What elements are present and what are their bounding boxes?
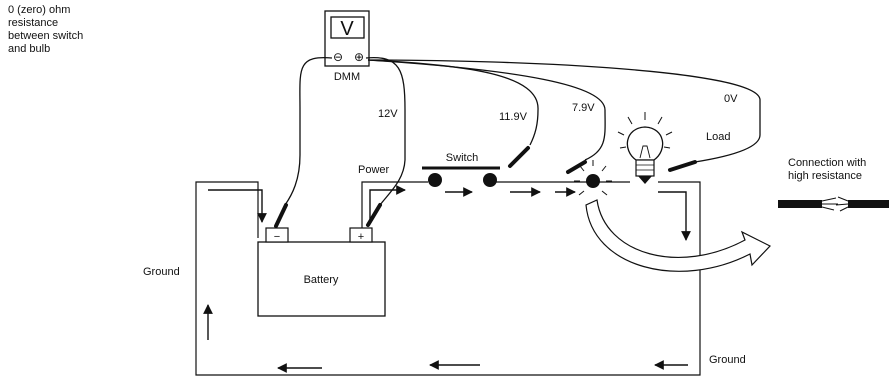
battery: − + Battery — [257, 227, 386, 317]
probe-tip — [566, 160, 587, 174]
lead-battery-positive — [365, 56, 406, 206]
callout-arrow — [585, 199, 771, 272]
reading-before-bulb: 7.9V — [572, 102, 595, 114]
note-line-4: and bulb — [8, 43, 50, 55]
dmm: V ⊖ ⊕ DMM — [324, 10, 370, 83]
flow-arrow — [208, 189, 267, 223]
switch-label: Switch — [446, 152, 478, 164]
battery-label: Battery — [304, 274, 339, 286]
battery-body — [257, 241, 386, 317]
connection-label-line-2: high resistance — [788, 170, 862, 182]
connection-label-line-1: Connection with — [788, 157, 866, 169]
switch-contact-left — [428, 173, 442, 187]
note-line-1: 0 (zero) ohm — [8, 4, 70, 16]
probe-tips — [274, 146, 697, 228]
current-flow-arrows — [203, 185, 691, 373]
probe-tip — [366, 203, 382, 227]
positive-wire — [361, 181, 428, 228]
reading-after-bulb: 0V — [724, 93, 738, 105]
lead-switch — [367, 59, 539, 146]
dmm-display-value: V — [340, 18, 354, 40]
switch-contact-right — [483, 173, 497, 187]
lead-negative — [284, 56, 333, 206]
positive-terminal-symbol: + — [358, 231, 364, 243]
negative-terminal-symbol: − — [274, 231, 280, 243]
meter-leads — [284, 56, 761, 206]
bulb-glow-lines — [617, 112, 673, 149]
note-line-2: resistance — [8, 17, 58, 29]
positive-terminal — [349, 227, 373, 243]
ground-label-right: Ground — [709, 354, 746, 366]
dmm-label: DMM — [334, 71, 360, 83]
flow-arrow — [658, 191, 691, 241]
load-label: Load — [706, 131, 730, 143]
power-label: Power — [358, 164, 390, 176]
reading-battery: 12V — [378, 108, 398, 120]
probe-tip — [668, 160, 697, 172]
lead-after-bulb — [367, 59, 761, 163]
resistance-note: 0 (zero) ohm resistance between switch a… — [8, 4, 83, 55]
lead-before-bulb — [367, 59, 606, 161]
reading-switch: 11.9V — [499, 111, 528, 123]
frayed-wire-icon — [778, 196, 889, 212]
circuit-loop-wire — [195, 181, 701, 376]
dmm-plus-jack: ⊕ — [354, 50, 364, 64]
dmm-display — [330, 16, 365, 39]
probe-tip — [508, 146, 530, 168]
ground-label-left: Ground — [143, 266, 180, 278]
resistance-dot — [586, 174, 600, 188]
bulb-icon — [617, 112, 673, 184]
flow-arrow — [369, 185, 406, 220]
dmm-minus-jack: ⊖ — [333, 50, 343, 64]
probe-tip — [274, 203, 288, 228]
switch: Switch — [422, 152, 500, 187]
note-line-3: between switch — [8, 30, 83, 42]
negative-terminal — [265, 227, 289, 243]
